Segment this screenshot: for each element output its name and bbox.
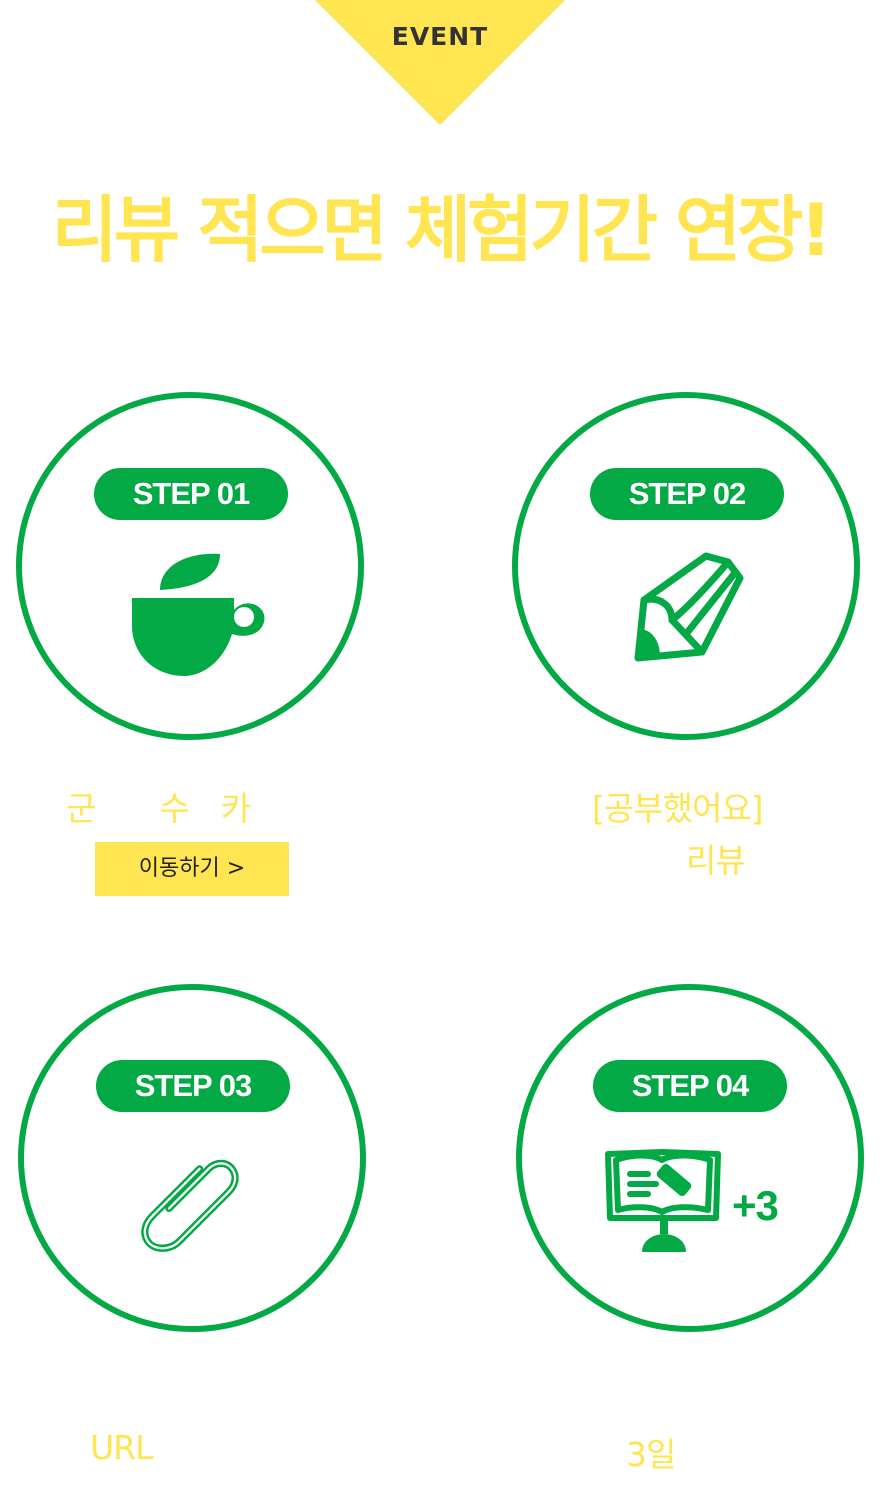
coffee-cup-icon [132,553,265,676]
paperclip-icon [141,1159,239,1252]
event-label: EVENT [391,22,489,51]
event-banner-triangle [315,0,565,125]
step-04-pill: STEP 04 [593,1060,787,1112]
step-03-circle [18,984,366,1332]
step-02-desc-line1: [공부했어요] [592,789,764,828]
step-02-pill: STEP 02 [590,468,784,520]
plus-three-badge: +3 [732,1182,779,1229]
step-01-pill: STEP 01 [94,468,288,520]
step-03-desc: URL [90,1428,153,1467]
monitor-book-icon [605,1149,721,1252]
step-04-desc: 3일 [626,1435,676,1474]
pencil-icon [634,552,744,662]
move-button[interactable]: 이동하기 > [95,842,289,896]
step-03-pill: STEP 03 [96,1060,290,1112]
step-02-desc-line2: 리뷰 [686,841,746,880]
step-01-desc: 군 수 카 [66,789,251,828]
page-headline: 리뷰 적으면 체험기간 연장! [51,188,833,272]
